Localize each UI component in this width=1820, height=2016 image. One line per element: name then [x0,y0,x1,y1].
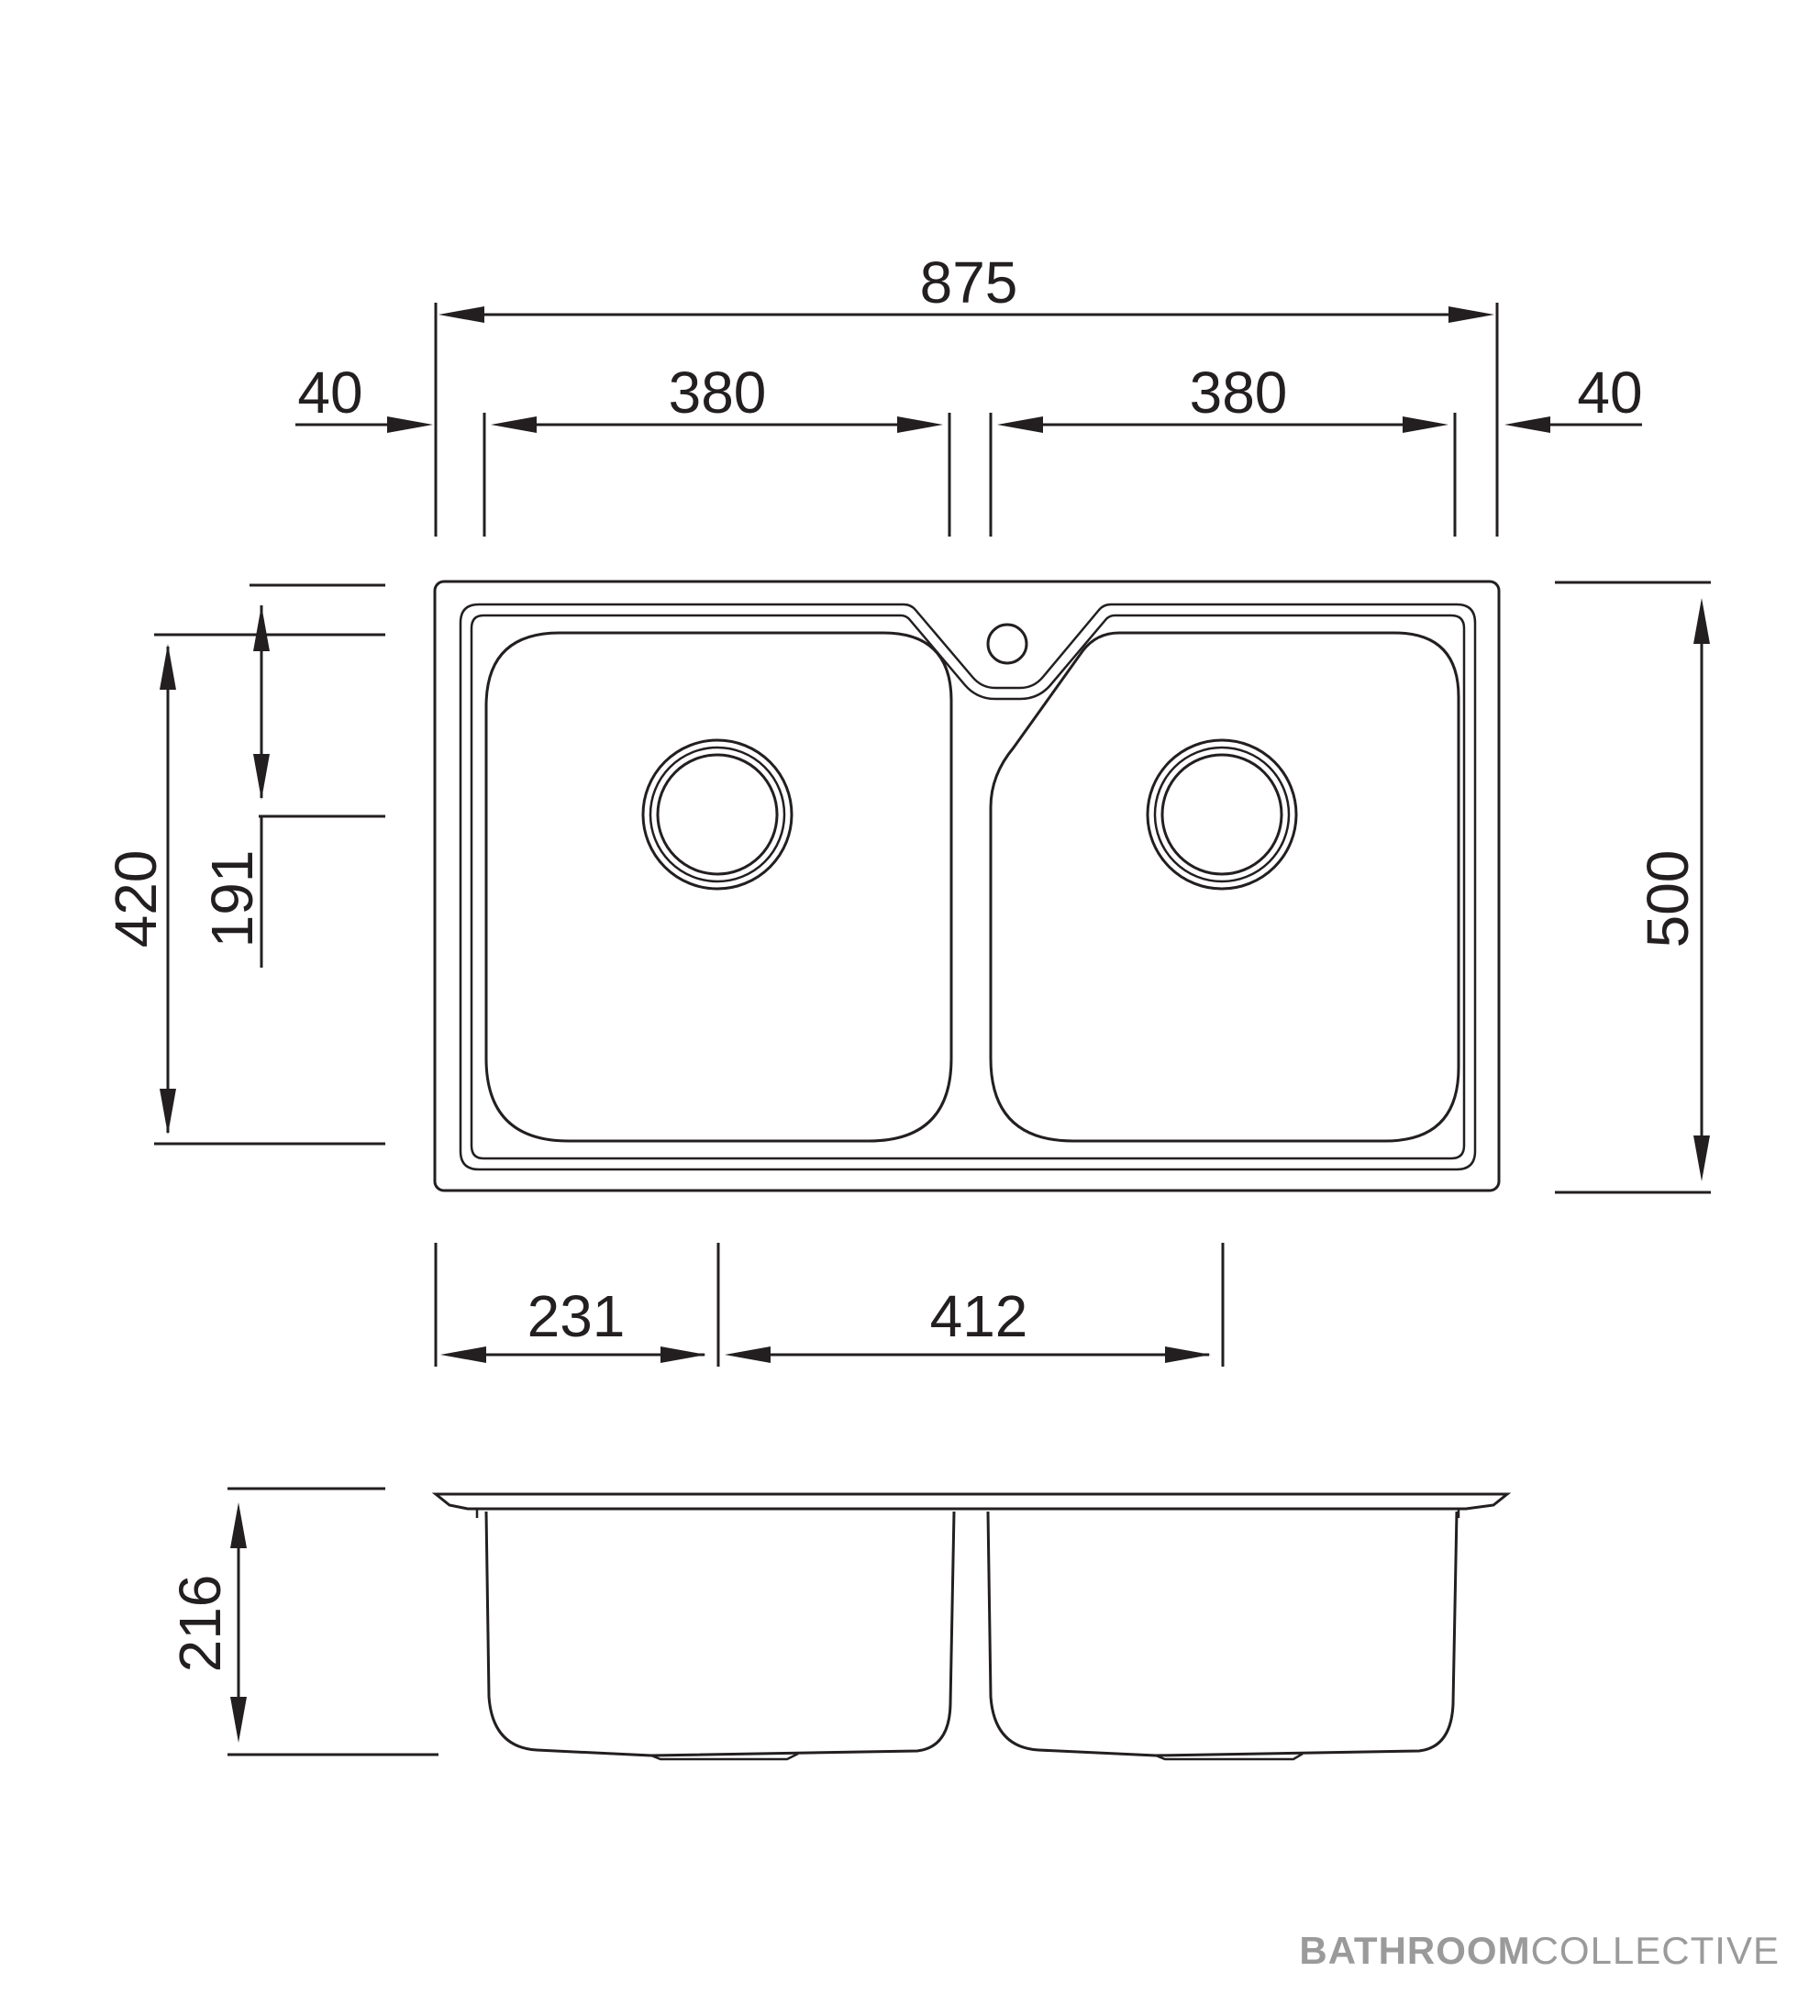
tap-hole [986,623,1028,665]
arrowhead [230,1502,247,1548]
arrowhead [1693,1135,1710,1181]
sink-side-elevation: 216 [167,1487,1512,1761]
dim-label-left-bowl-width: 380 [669,360,767,426]
elevation-left-waste [650,1752,799,1761]
arrowhead [997,416,1043,433]
right-vertical-dimension: 500 [1555,581,1711,1194]
arrowhead [725,1346,771,1363]
arrowhead [1448,306,1494,323]
elevation-rim [431,1492,1512,1511]
dim-label-left-margin: 40 [297,360,362,426]
elevation-right-bowl [986,1511,1459,1757]
sink-plan-view [433,580,1501,1192]
sink-outer-rim [433,580,1501,1192]
dim-label-bowl-height: 216 [167,1575,233,1673]
arrowhead [660,1346,706,1363]
brand-bold-text: BATHROOM [1299,1929,1531,1972]
right-bowl [989,631,1460,1143]
arrowhead [387,416,433,433]
arrowhead [160,1089,176,1135]
dim-label-bowl-depth-y: 420 [103,850,169,948]
sink-inner-rim-outer [459,603,1477,1171]
bottom-dimensions: 231 412 [434,1243,1225,1367]
right-waste-icon [1146,738,1298,891]
dim-label-left-waste-offset-x: 231 [527,1283,626,1349]
dim-label-overall-width: 875 [920,249,1018,316]
left-waste-icon [641,738,793,891]
dim-label-right-margin: 40 [1577,360,1642,426]
dim-label-waste-offset-y: 191 [199,850,265,948]
arrowhead [1693,598,1710,644]
top-dimensions: 875 40 380 380 40 [295,249,1643,537]
arrowhead [253,605,270,651]
arrowhead [438,306,484,323]
arrowhead [230,1697,247,1743]
dim-label-right-bowl-width: 380 [1190,360,1288,426]
brand-logo: BATHROOMCOLLECTIVE [1299,1929,1780,1973]
brand-light-text: COLLECTIVE [1530,1929,1780,1972]
elevation-right-waste [1155,1752,1304,1761]
dim-label-waste-spacing-x: 412 [930,1283,1028,1349]
left-bowl [484,631,953,1143]
dim-label-overall-depth-y: 500 [1635,850,1701,948]
arrowhead [253,754,270,800]
elevation-left-bowl [484,1511,956,1757]
arrowhead [440,1346,486,1363]
arrowhead [1165,1346,1211,1363]
arrowhead [160,644,176,690]
arrowhead [1403,416,1448,433]
arrowhead [1504,416,1550,433]
left-vertical-dimensions: 191 420 [103,583,385,1146]
arrowhead [491,416,537,433]
arrowhead [897,416,943,433]
sink-inner-rim-inner [470,614,1466,1160]
